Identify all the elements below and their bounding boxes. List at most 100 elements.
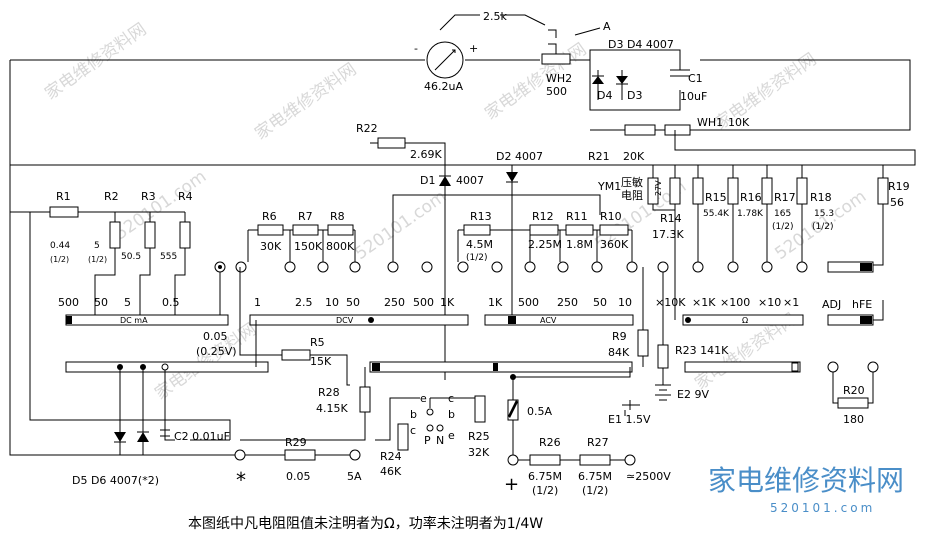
com-terminal — [234, 449, 246, 461]
dcv-low-range-sub: (0.25V) — [196, 345, 237, 358]
r22-resistor — [377, 137, 406, 149]
r8-name-label: R8 — [330, 210, 345, 223]
r10-name-label: R10 — [600, 210, 622, 223]
r29-resistor — [284, 449, 316, 461]
r21-name-label: R21 — [588, 150, 610, 163]
r2-name-label: R2 — [104, 190, 119, 203]
r29-name-label: R29 — [285, 436, 307, 449]
dcv-section: R6 30K R7 150K R8 800K — [247, 194, 601, 265]
wh1-pot — [664, 124, 691, 136]
r12-resistor — [529, 224, 559, 236]
r2-value-label: 5 — [94, 241, 100, 251]
r22-value-label: 2.69K — [410, 148, 442, 161]
r13-value-label: 4.5M — [466, 238, 493, 251]
ym1-desc-1: 压敏 — [621, 175, 643, 189]
r15-value-label: 55.4K — [703, 209, 730, 219]
r14-resistor — [669, 177, 681, 205]
acv-bar — [484, 314, 634, 326]
r18-value-label: 15.3 — [814, 209, 834, 219]
r17-power-label: (1/2) — [772, 222, 794, 232]
socket-b-label-1: b — [410, 408, 417, 421]
hfe-label: hFE — [852, 298, 872, 311]
r4-value-label: 555 — [160, 252, 177, 262]
r27-power-label: (1/2) — [582, 484, 608, 497]
r11-resistor — [565, 224, 594, 236]
r1-value-label: 0.44 — [50, 241, 70, 251]
d1-diode — [439, 176, 451, 186]
socket-p-label: P — [424, 434, 431, 447]
e2-label: E2 9V — [677, 388, 709, 401]
lower-bar-mid — [369, 361, 633, 373]
r18-power-label: (1/2) — [812, 222, 834, 232]
c1-value-label: 10uF — [680, 90, 707, 103]
r17-name-label: R17 — [774, 191, 796, 204]
r7-resistor — [292, 224, 319, 236]
e1-label: E1 1.5V — [608, 413, 651, 426]
acv-bar-label: ACV — [540, 316, 557, 325]
wh1-left-resistor — [624, 124, 656, 136]
meter-section: - + 46.2uA 2.5k WH2 500 A D3 D4 4007 D4 … — [10, 10, 911, 136]
r24-name-label: R24 — [380, 450, 402, 463]
d6-diode — [137, 432, 149, 442]
node-a-label: A — [603, 20, 611, 33]
r23-bar — [684, 361, 801, 373]
rail-section: R22 2.69K D2 4007 R21 20K D1 4007 27V YM… — [9, 60, 916, 456]
r23-resistor — [657, 344, 669, 369]
5a-terminal-label: 5A — [347, 470, 362, 483]
r20-value-label: 180 — [843, 413, 864, 426]
adj-terminal-bar — [827, 261, 874, 273]
r7-value-label: 150K — [294, 240, 323, 253]
watermark-url-1: 520101.com — [111, 167, 210, 245]
r24-value-label: 46K — [380, 465, 402, 478]
r18-resistor — [796, 177, 808, 205]
ym1-rating-label: 27V — [654, 180, 663, 196]
dc-shunt-section: R1 0.44 (1/2) R2 5 (1/2) R3 50.5 R4 555 — [10, 190, 226, 315]
site-logo-text: 家电维修资料网 — [708, 464, 904, 497]
r7-name-label: R7 — [298, 210, 313, 223]
socket-c-label-1: c — [448, 392, 454, 405]
contact-row — [235, 261, 808, 273]
r29-value-label: 0.05 — [286, 470, 311, 483]
lower-section: R5 15K R28 4.15K C2 0.01uF D5 D6 4007(*2… — [29, 267, 879, 497]
dcv-range-500: 500 — [413, 296, 434, 309]
r17-resistor — [761, 177, 773, 205]
r25-name-label: R25 — [468, 430, 490, 443]
r6-resistor — [257, 224, 284, 236]
ym1-desc-2: 电阻 — [621, 189, 643, 202]
r6-name-label: R6 — [262, 210, 277, 223]
r1-power-label: (1/2) — [50, 255, 69, 264]
c1-name-label: C1 — [688, 72, 703, 85]
d1-value-label: 4007 — [456, 174, 484, 187]
r21-value-label: 20K — [623, 150, 645, 163]
r27-value-label: 6.75M — [578, 470, 612, 483]
d3-label: D3 — [627, 89, 642, 102]
ohm-range-x1: ×1 — [783, 296, 799, 309]
diode-note-label: D3 D4 4007 — [608, 38, 674, 51]
r9-value-label: 84K — [608, 346, 630, 359]
r16-value-label: 1.78K — [737, 209, 764, 219]
watermark-url-2: 520101.com — [351, 187, 450, 265]
r11-value-label: 1.8M — [566, 238, 593, 251]
d5d6-label: D5 D6 4007(*2) — [72, 474, 159, 487]
ohm-range-x10k: ×10K — [655, 296, 686, 309]
r16-name-label: R16 — [740, 191, 762, 204]
dcv-range-2-5: 2.5 — [295, 296, 313, 309]
ohm-range-x10: ×10 — [758, 296, 781, 309]
d4-label: D4 — [597, 89, 612, 102]
r13-name-label: R13 — [470, 210, 492, 223]
fuse-label: 0.5A — [527, 405, 552, 418]
r14-name-label: R14 — [660, 212, 682, 225]
r19-resistor — [877, 177, 889, 205]
r11-name-label: R11 — [566, 210, 588, 223]
site-logo-url: 520101.com — [770, 501, 875, 515]
r28-value-label: 4.15K — [316, 402, 348, 415]
com-terminal-label: * — [236, 468, 246, 492]
range-labels: 500 50 5 0.5 1 2.5 10 50 250 500 1K 1K 5… — [58, 296, 872, 358]
scale-bars: DC mA DCV ACV Ω — [65, 261, 884, 373]
r26-value-label: 6.75M — [528, 470, 562, 483]
r16-resistor — [727, 177, 739, 205]
socket-b-label-2: b — [448, 408, 455, 421]
meter-minus-label: - — [414, 42, 418, 55]
r9-resistor — [637, 329, 649, 357]
r2-resistor — [109, 221, 121, 249]
